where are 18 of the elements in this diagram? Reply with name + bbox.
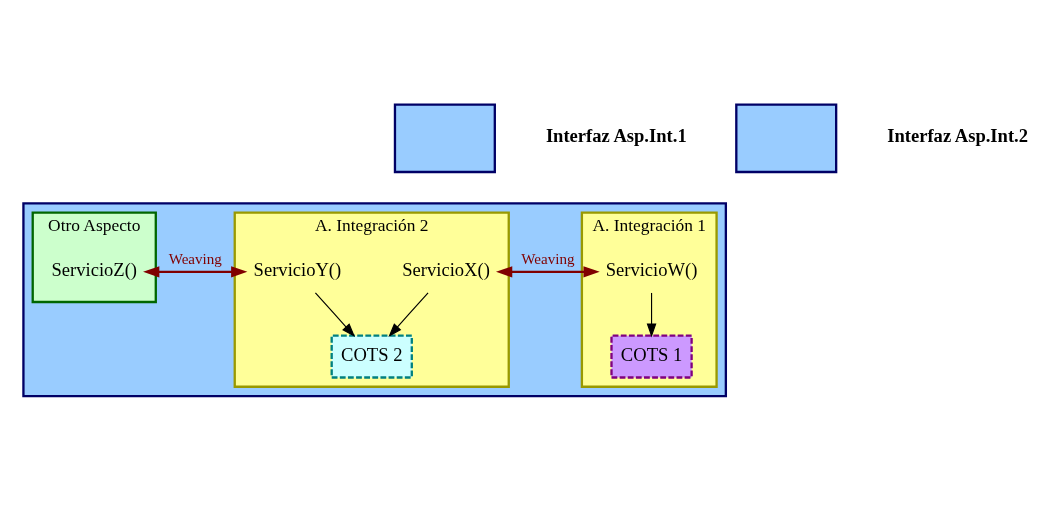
node-text: ServicioZ() [51, 259, 138, 281]
node-text: ServicioW() [605, 259, 698, 281]
node-box: COTS 1 [610, 334, 693, 379]
arrow [646, 292, 657, 338]
edge-label: Weaving [168, 251, 222, 268]
node-label: Interfaz Asp.Int.1 [545, 124, 687, 146]
arrow [496, 266, 600, 278]
node-text: ServicioX() [402, 259, 490, 281]
node-box: COTS 2 [330, 334, 413, 379]
node-box [393, 103, 496, 174]
cluster [22, 202, 727, 398]
node-text: ServicioY() [253, 259, 342, 281]
node-box [735, 103, 838, 174]
arrow [388, 292, 429, 337]
edge-label: Weaving [521, 251, 575, 268]
node-label: Interfaz Asp.Int.2 [887, 124, 1029, 146]
arrow [143, 266, 248, 278]
arrow [314, 292, 356, 337]
